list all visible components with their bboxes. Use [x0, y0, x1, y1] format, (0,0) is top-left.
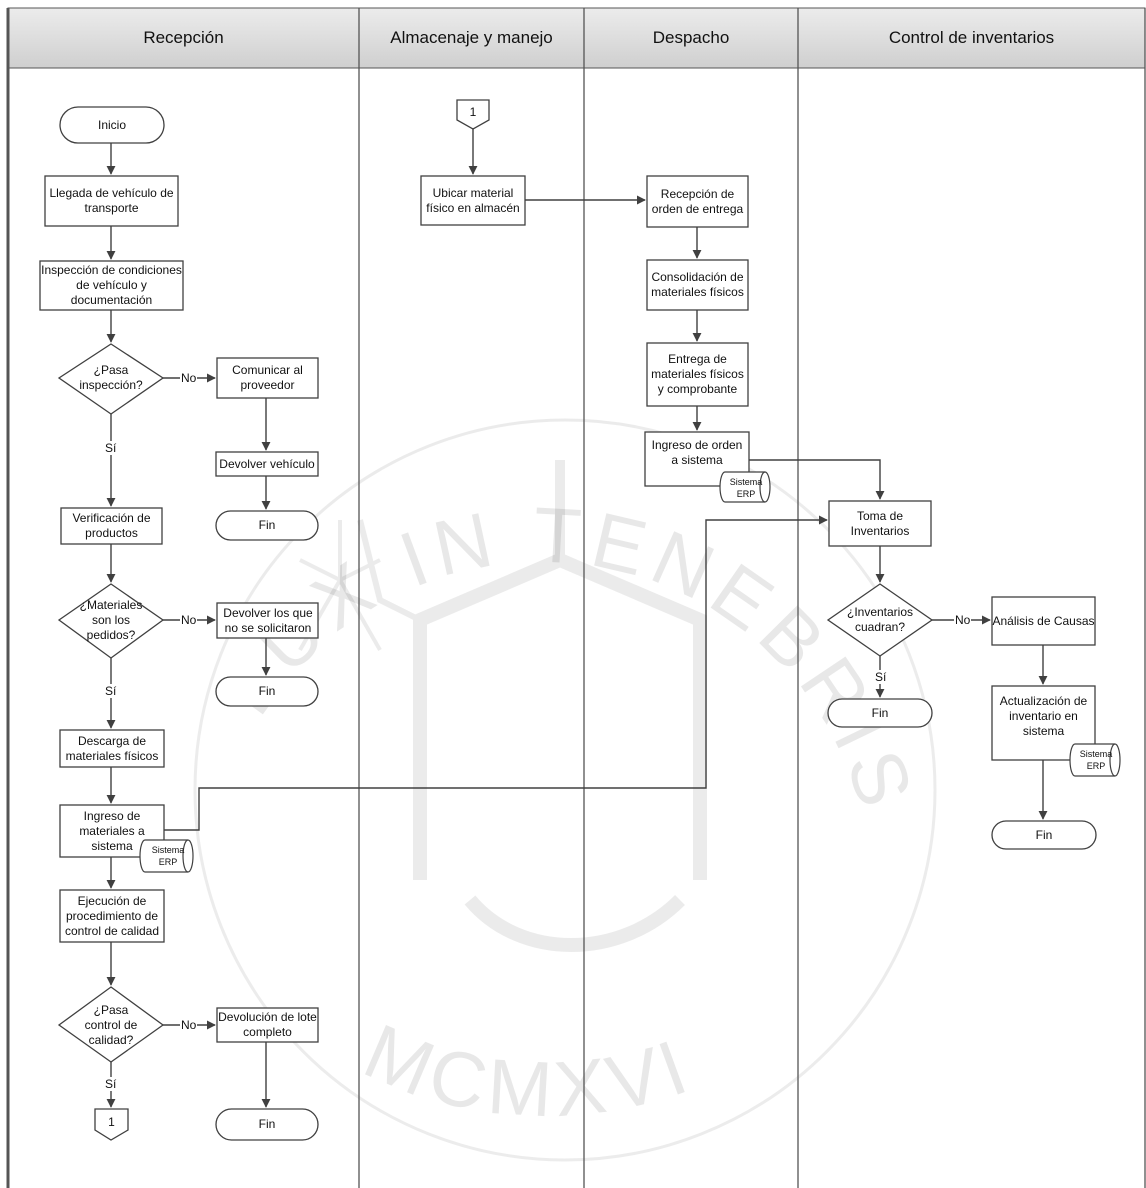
entrega-process: [646, 342, 749, 407]
inicio-label: Inicio: [97, 117, 126, 132]
edge-label-no-materiales: No: [180, 613, 198, 627]
erp-1-label-sistema: Sistema: [151, 845, 185, 855]
shapes: [39, 99, 1097, 1141]
analisis-process: [991, 596, 1096, 646]
consolidacion-label: Consolidación de materiales físicos: [651, 270, 744, 299]
recepcion-orden-label: Recepción de orden de entrega: [651, 186, 744, 216]
devolver-no-solicitados-process: [216, 602, 319, 639]
erp-cylinders: [139, 471, 1121, 873]
devolucion-lote-label: Devolución de lote completo: [218, 1010, 317, 1039]
erp-2-label-sistema: Sistema: [729, 477, 763, 487]
edge-label-si-calidad: Sí: [104, 1077, 118, 1091]
inicio-terminator: [59, 106, 165, 144]
materiales-pedidos-decision: [57, 583, 165, 659]
edge-label-si-inventarios: Sí: [874, 670, 888, 684]
fin-1-label: Fin: [258, 518, 276, 532]
edge-label-si-inspeccion: Sí: [104, 441, 118, 455]
verificacion-process: [60, 507, 163, 545]
edge-label-no-calidad: No: [180, 1018, 198, 1032]
materiales-pedidos-label: ¿Materiales son los pedidos?: [79, 597, 143, 642]
erp-1-label-erp: ERP: [158, 857, 178, 867]
conector-1-out-label: 1: [108, 1114, 115, 1129]
erp-3-label-sistema: Sistema: [1079, 749, 1113, 759]
watermark-seal: [193, 418, 937, 1162]
llegada-label: Llegada de vehículo de transporte: [49, 186, 174, 215]
pasa-inspeccion-label: ¿Pasa inspección?: [79, 363, 143, 392]
conector-1-in-label: 1: [469, 104, 477, 119]
descarga-label: Descarga de materiales físicos: [65, 733, 159, 763]
entrega-label: Entrega de materiales físicos y comproba…: [651, 352, 744, 396]
inspeccion-process: [39, 260, 184, 311]
devolver-vehiculo-process: [215, 451, 319, 477]
inspeccion-label: Inspección de condiciones de vehículo y …: [41, 263, 182, 307]
llegada-process: [44, 175, 179, 227]
fin-5-terminator: [991, 820, 1097, 850]
comunicar-process: [216, 357, 319, 399]
fin-4-terminator: [827, 698, 933, 728]
conector-1-in-offpage: [456, 99, 490, 130]
analisis-label: Análisis de Causas: [992, 613, 1095, 628]
edge-label-si-materiales: Sí: [104, 684, 118, 698]
descarga-process: [59, 729, 165, 768]
consolidacion-process: [646, 259, 749, 311]
edge-label-no-inventarios: No: [954, 613, 972, 627]
pasa-inspeccion-decision: [57, 343, 165, 415]
inventarios-cuadran-decision: [826, 583, 934, 657]
ejecucion-label: Ejecución de procedimiento de control de…: [64, 893, 160, 938]
erp-2-label-erp: ERP: [736, 489, 756, 499]
edge-label-no-inspeccion: No: [180, 371, 198, 385]
devolver-no-solicitados-label: Devolver los que no se solicitaron: [223, 605, 313, 635]
ubicar-process: [420, 175, 526, 226]
comunicar-label: Comunicar al proveedor: [232, 363, 303, 392]
verificacion-label: Verificación de productos: [72, 511, 151, 540]
ingreso-orden-label: Ingreso de orden a sistema: [651, 438, 743, 467]
recepcion-orden-process: [646, 175, 749, 228]
fin-3-terminator: [215, 1108, 319, 1141]
conector-1-out-offpage: [94, 1108, 129, 1141]
devolucion-lote-process: [216, 1007, 319, 1043]
toma-process: [828, 500, 932, 547]
actualizacion-label: Actualización de inventario en sistema: [999, 693, 1088, 738]
fin-2-label: Fin: [258, 684, 276, 698]
ejecucion-process: [59, 889, 165, 943]
fin-1-terminator: [215, 510, 319, 541]
devolver-vehiculo-label: Devolver vehículo: [219, 456, 315, 471]
pasa-calidad-label: ¿Pasa control de calidad?: [84, 1002, 138, 1047]
ingreso-materiales-label: Ingreso de materiales a sistema: [79, 808, 145, 853]
fin-2-terminator: [215, 676, 319, 707]
pasa-calidad-decision: [57, 986, 165, 1063]
inventarios-cuadran-label: ¿Inventarios cuadran?: [846, 605, 914, 634]
fin-5-label: Fin: [1035, 827, 1053, 842]
fin-3-label: Fin: [258, 1117, 276, 1131]
erp-3-label-erp: ERP: [1086, 761, 1106, 771]
toma-label: Toma de Inventarios: [850, 508, 910, 538]
swimlane-frame: [6, 7, 1146, 1188]
ubicar-label: Ubicar material físico en almacén: [426, 185, 520, 215]
fin-4-label: Fin: [871, 705, 889, 720]
